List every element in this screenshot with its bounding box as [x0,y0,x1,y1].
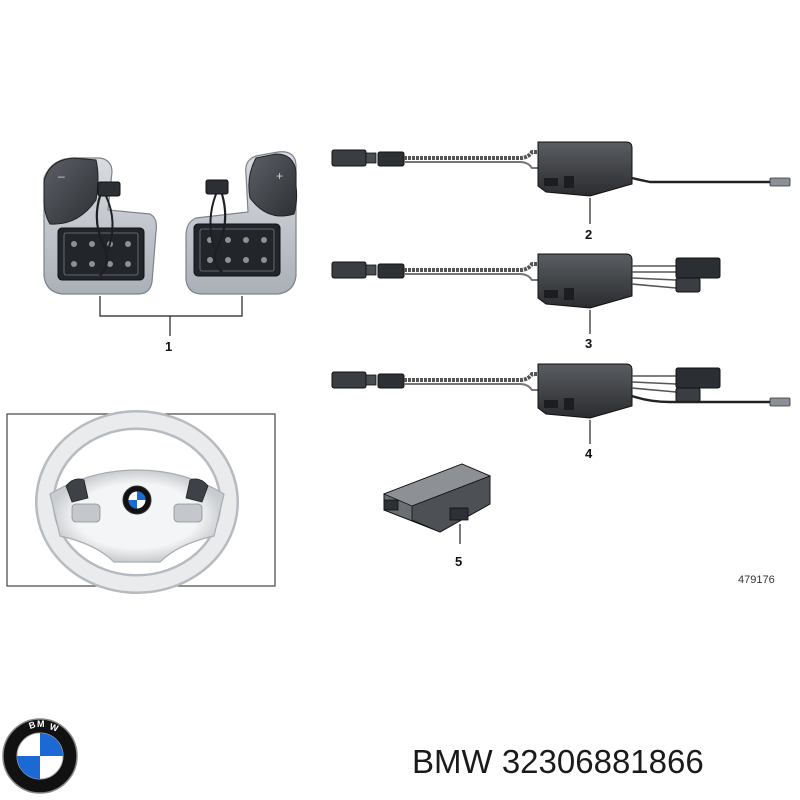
harness-module-4 [331,363,791,444]
svg-text:–: – [58,169,65,183]
part-number: 32306881866 [501,743,704,780]
switch-pad-right: + [185,151,298,295]
callout-4: 4 [585,446,593,461]
steering-wheel-inset [6,410,276,594]
part-caption: BMW 32306881866 [412,740,792,784]
switch-pad-left: – [43,157,157,295]
brand-name: BMW [412,743,493,780]
harness-module-2 [331,141,791,224]
control-unit-5 [382,463,492,544]
callout-5: 5 [455,554,462,569]
callout-1: 1 [165,339,172,354]
callout-3: 3 [585,336,592,351]
part1-leader [99,296,243,336]
logo-lettering: M [37,719,46,729]
logo-lettering: W [48,721,60,733]
logo-lettering: B [28,719,38,731]
diagram-reference-number: 479176 [738,574,775,586]
bmw-logo-icon: B M W [2,718,78,794]
harness-module-3 [331,253,721,334]
callout-2: 2 [585,227,592,242]
svg-text:+: + [276,169,283,183]
